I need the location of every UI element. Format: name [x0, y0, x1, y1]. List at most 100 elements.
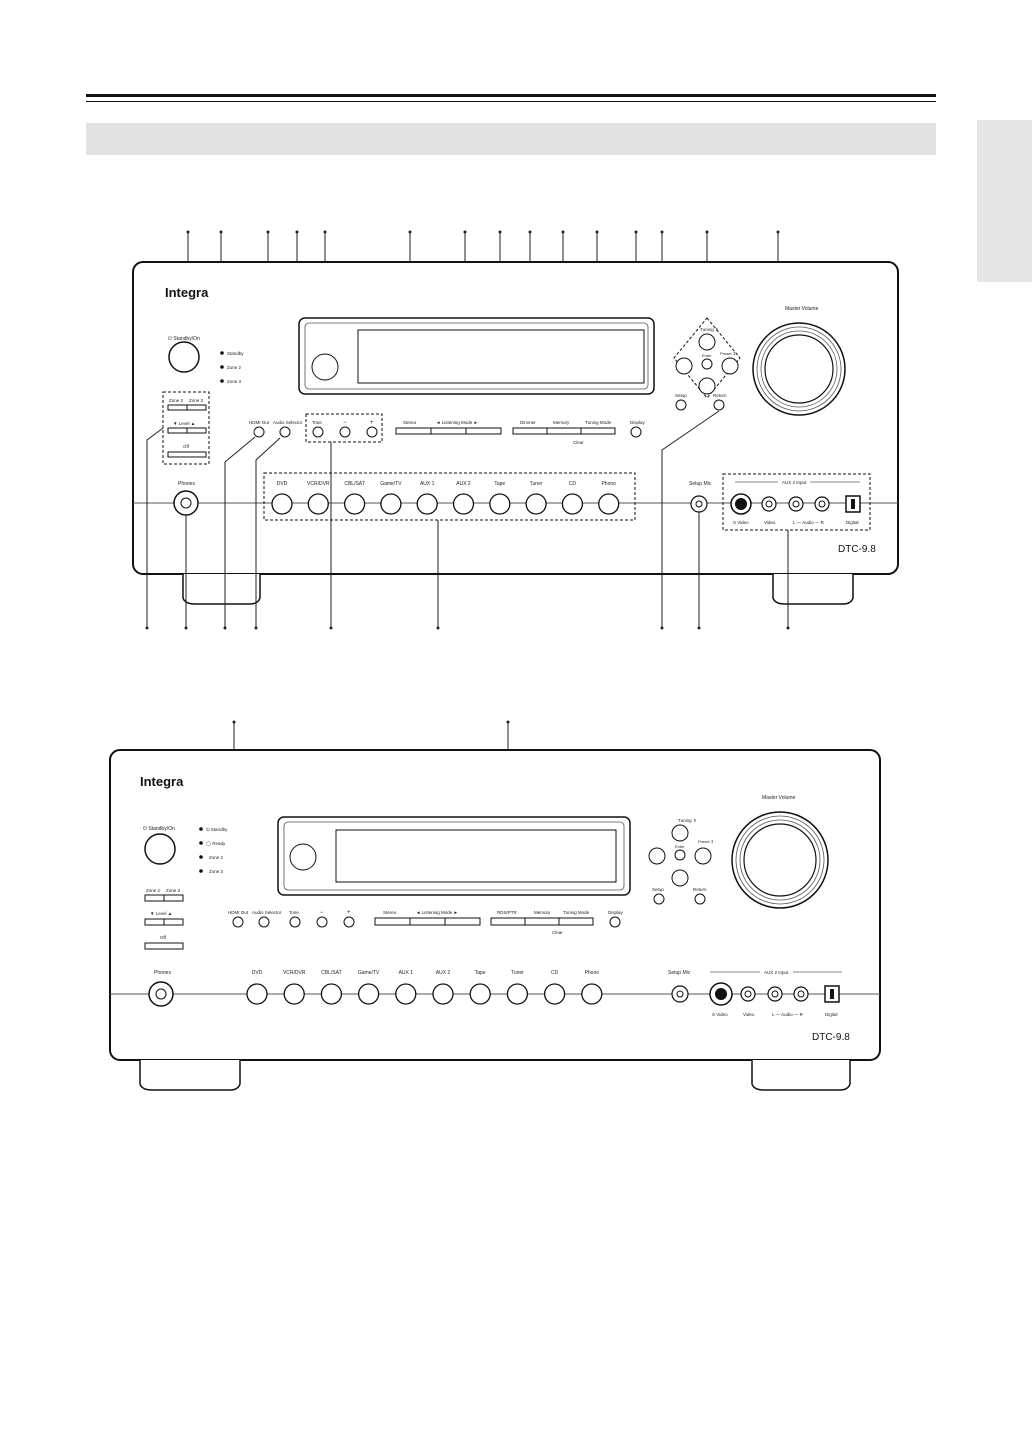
- input-button-6[interactable]: [489, 493, 511, 515]
- audio-l-jack[interactable]: [788, 496, 804, 512]
- setup-mic-jack-2[interactable]: [671, 985, 689, 1003]
- video-jack-2[interactable]: [740, 986, 756, 1002]
- digital-optical-center-2: [830, 989, 834, 999]
- s-video-jack-center-2: [715, 988, 727, 1000]
- listening-mode-left-button[interactable]: [430, 427, 467, 435]
- hdmi-out-button[interactable]: [253, 426, 265, 438]
- input-button-1-2[interactable]: [283, 983, 305, 1005]
- setup-button-2[interactable]: [653, 893, 665, 905]
- aux2-input-label: AUX 2 Input: [782, 480, 807, 485]
- audio-l-jack-2[interactable]: [767, 986, 783, 1002]
- input-button-5-2[interactable]: [432, 983, 454, 1005]
- level-label-2: ▼ Level ▲: [150, 911, 172, 916]
- s-video-label-2: S Video: [712, 1012, 728, 1017]
- tone-minus-button[interactable]: [339, 426, 351, 438]
- stereo-button-2[interactable]: [374, 917, 411, 926]
- input-button-5[interactable]: [452, 493, 475, 515]
- callout-dots-top: [186, 230, 780, 234]
- tone-minus-button-2[interactable]: [316, 916, 328, 928]
- preset-down-button[interactable]: [675, 357, 693, 375]
- memory-button-2[interactable]: [524, 917, 560, 926]
- input-button-4[interactable]: [416, 493, 438, 515]
- audio-selector-button[interactable]: [279, 426, 291, 438]
- listening-mode-right-button-2[interactable]: [444, 917, 481, 926]
- listening-mode-label-2: ◄ Listening Mode ►: [416, 910, 458, 915]
- return-button[interactable]: [713, 399, 725, 411]
- input-button-9-2[interactable]: [581, 983, 603, 1005]
- zone2-button-2[interactable]: [144, 894, 165, 902]
- standby-on-button-2[interactable]: [144, 833, 176, 865]
- display-button[interactable]: [630, 426, 642, 438]
- input-button-3-2[interactable]: [357, 983, 380, 1005]
- input-button-3[interactable]: [380, 493, 402, 515]
- tone-label-2: Tone: [289, 910, 299, 915]
- stereo-button[interactable]: [395, 427, 432, 435]
- dimmer-button[interactable]: [512, 427, 548, 435]
- master-volume-knob-2[interactable]: [731, 811, 829, 909]
- tone-plus-button[interactable]: [366, 426, 378, 438]
- audio-r-jack[interactable]: [814, 496, 830, 512]
- preset-up-button[interactable]: [721, 357, 739, 375]
- tone-button-2[interactable]: [289, 916, 301, 928]
- input-button-2-2[interactable]: [320, 983, 343, 1005]
- input-button-8[interactable]: [561, 493, 584, 515]
- zone-off-button[interactable]: [167, 451, 207, 458]
- tone-plus-button-2[interactable]: [343, 916, 355, 928]
- input-button-2[interactable]: [343, 493, 366, 515]
- listening-mode-right-button[interactable]: [465, 427, 502, 435]
- enter-button-2[interactable]: [674, 849, 686, 861]
- input-button-6-2[interactable]: [469, 983, 491, 1005]
- digital-optical-center: [851, 499, 855, 509]
- hdmi-out-button-2[interactable]: [232, 916, 244, 928]
- zone2-button[interactable]: [167, 404, 188, 411]
- setup-mic-jack-inner-2: [676, 990, 684, 998]
- setup-mic-jack[interactable]: [690, 495, 708, 513]
- preset-up-button-2[interactable]: [694, 847, 712, 865]
- setup-button[interactable]: [675, 399, 687, 411]
- tuning-up-button[interactable]: [698, 333, 716, 351]
- video-jack[interactable]: [761, 496, 777, 512]
- side-tab: [977, 120, 1032, 282]
- tuning-down-button[interactable]: [698, 377, 716, 395]
- input-button-9[interactable]: [598, 493, 620, 515]
- zone-off-button-2[interactable]: [144, 942, 184, 950]
- audio-r-jack-2[interactable]: [793, 986, 809, 1002]
- display-label-2: Display: [608, 910, 624, 915]
- foot-left: [182, 574, 261, 605]
- phones-jack-2[interactable]: [148, 981, 174, 1007]
- input-button-7-2[interactable]: [506, 983, 529, 1005]
- input-button-0[interactable]: [271, 493, 293, 515]
- display-button-2[interactable]: [609, 916, 621, 928]
- input-button-7[interactable]: [525, 493, 547, 515]
- input-button-4-2[interactable]: [395, 983, 417, 1005]
- master-volume-knob[interactable]: [752, 322, 846, 416]
- input-button-0-2[interactable]: [246, 983, 268, 1005]
- standby-on-button[interactable]: [168, 341, 200, 373]
- input-button-8-2[interactable]: [543, 983, 566, 1005]
- tuning-mode-button[interactable]: [580, 427, 616, 435]
- preset-down-button-2[interactable]: [648, 847, 666, 865]
- input-label-7: Tuner: [530, 481, 543, 487]
- level-up-button-2[interactable]: [163, 918, 184, 926]
- level-down-button[interactable]: [167, 427, 188, 434]
- tuning-mode-button-2[interactable]: [558, 917, 594, 926]
- input-label-5-2: AUX 2: [436, 970, 451, 976]
- input-button-1[interactable]: [307, 493, 329, 515]
- return-button-2[interactable]: [694, 893, 706, 905]
- level-up-button[interactable]: [186, 427, 207, 434]
- rds-ptr-button[interactable]: [490, 917, 526, 926]
- tone-button[interactable]: [312, 426, 324, 438]
- foot-left-2: [139, 1060, 241, 1091]
- callout-dots-bottom: [145, 626, 790, 630]
- phones-jack[interactable]: [173, 490, 199, 516]
- memory-button[interactable]: [546, 427, 582, 435]
- tuning-up-button-2[interactable]: [671, 824, 689, 842]
- tuning-down-button-2[interactable]: [671, 869, 689, 887]
- audio-selector-button-2[interactable]: [258, 916, 270, 928]
- zone3-button[interactable]: [186, 404, 207, 411]
- enter-button[interactable]: [701, 358, 713, 370]
- listening-mode-left-button-2[interactable]: [409, 917, 446, 926]
- level-down-button-2[interactable]: [144, 918, 165, 926]
- zone3-button-2[interactable]: [163, 894, 184, 902]
